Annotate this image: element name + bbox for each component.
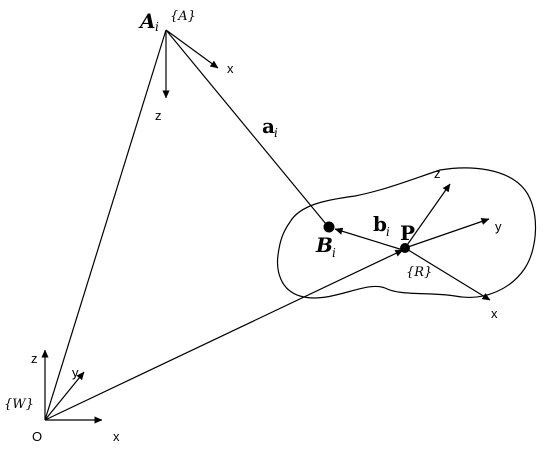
anchor-x-axis: [165, 29, 218, 69]
world-y-axis: [44, 372, 85, 421]
origin-to-anchor-line: [44, 29, 167, 421]
world-z-label: z: [31, 351, 38, 366]
platform-point-p: [400, 243, 410, 253]
joint-point-label: B: [315, 233, 333, 257]
world-origin-label: O: [32, 429, 42, 444]
vector-a: [165, 29, 327, 225]
world-x-label: x: [113, 429, 120, 444]
vector-a-subscript: i: [274, 126, 278, 140]
origin-to-platform-vector: [44, 249, 403, 421]
joint-point-subscript: i: [332, 246, 336, 260]
platform-frame: [404, 184, 490, 301]
platform-y-axis: [404, 219, 489, 249]
platform-z-axis: [404, 184, 451, 249]
platform-frame-label: {R}: [406, 265, 432, 280]
vector-b: [335, 229, 404, 251]
anchor-point-subscript: i: [155, 20, 159, 34]
anchor-frame: [165, 29, 218, 98]
vector-a-label: a: [262, 114, 275, 138]
anchor-x-label: x: [227, 61, 234, 76]
platform-point-label: P: [400, 221, 415, 245]
vector-b-label: b: [373, 212, 387, 236]
joint-point-b: [323, 221, 335, 233]
vector-b-subscript: i: [386, 225, 390, 239]
anchor-z-label: z: [155, 108, 162, 123]
world-frame-label: {W}: [4, 397, 34, 412]
platform-x-label: x: [491, 306, 498, 321]
anchor-point-label: A: [138, 9, 156, 33]
platform-x-axis: [404, 247, 490, 301]
platform-outline: [276, 167, 537, 299]
platform-y-label: y: [495, 219, 502, 234]
world-y-label: y: [72, 365, 79, 380]
platform-z-label: z: [434, 166, 441, 181]
world-frame: [45, 350, 102, 420]
anchor-frame-label: {A}: [170, 9, 196, 24]
